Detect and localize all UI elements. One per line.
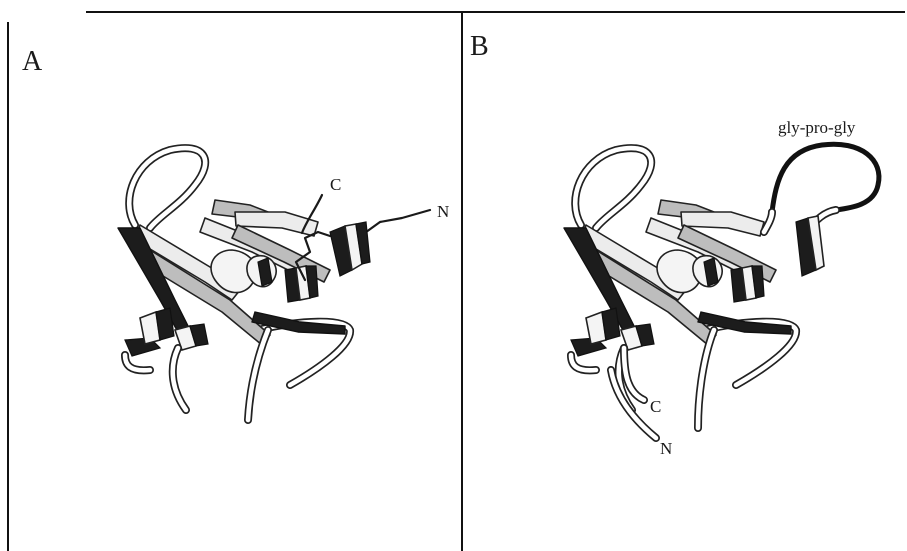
gly-pro-gly-loop xyxy=(772,144,879,212)
panel-b-n-terminus: N xyxy=(660,439,672,458)
panel-a-label: A xyxy=(22,46,43,77)
panel-b: B gly-pro-gly C N xyxy=(470,31,879,458)
panel-b-label: B xyxy=(470,31,489,62)
panel-b-ribbon xyxy=(564,144,879,438)
panel-b-c-terminus: C xyxy=(650,397,661,416)
panel-a-ribbon xyxy=(118,148,430,420)
panel-a: A C N xyxy=(22,46,449,420)
panel-a-c-terminus: C xyxy=(330,175,341,194)
panel-a-n-terminus: N xyxy=(437,202,449,221)
panel-b-annotation: gly-pro-gly xyxy=(778,118,856,137)
